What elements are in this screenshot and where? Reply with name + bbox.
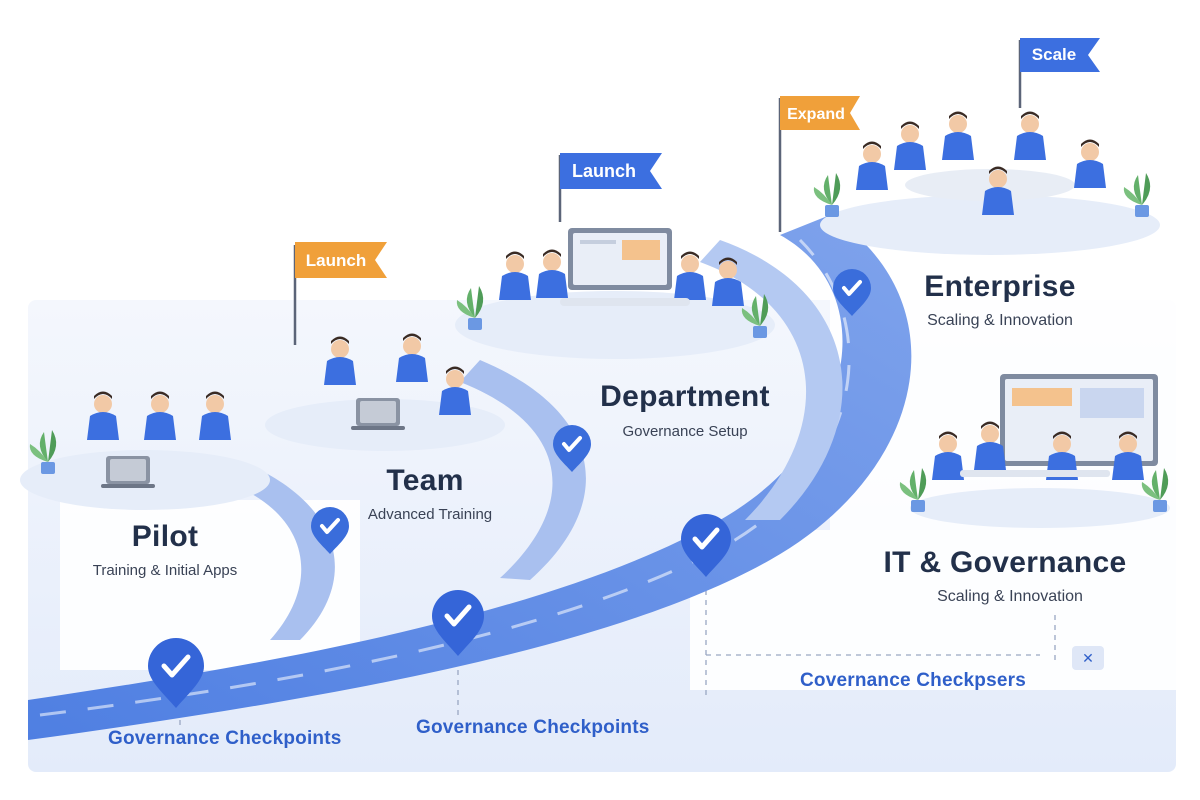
pilot-scene: [20, 391, 270, 510]
checkpoint-pin-icon: [833, 269, 871, 316]
checkpoint-pin-icon: [148, 638, 204, 708]
checkpoint-label: Covernance Checkpsers: [800, 670, 1026, 691]
stage-subtitle-team: Advanced Training: [367, 506, 493, 523]
stage-title-team: Team: [386, 464, 464, 497]
stage-title-it-governance: IT & Governance: [883, 546, 1127, 579]
flag-label: Launch: [572, 161, 636, 181]
team-scene: [265, 333, 505, 451]
checkpoint-label: Governance Checkpoints: [416, 717, 650, 738]
stage-subtitle-pilot: Training & Initial Apps: [92, 562, 238, 579]
checkpoint-pin-icon: [311, 507, 349, 554]
checkpoint-pin-icon: [432, 590, 484, 656]
it-governance-scene: [899, 374, 1170, 528]
stage-subtitle-enterprise: Scaling & Innovation: [927, 312, 1073, 329]
road-branch-2: [460, 360, 586, 580]
stage-title-pilot: Pilot: [131, 520, 199, 553]
department-scene: [455, 228, 775, 359]
flag-scale: Scale: [1018, 38, 1100, 108]
stage-title-enterprise: Enterprise: [924, 270, 1076, 303]
checkpoint-pin-icon: [681, 514, 731, 577]
checkpoint-label: Governance Checkpoints: [108, 728, 342, 749]
checkpoint-pin-icon: [553, 425, 591, 472]
flag-label: Launch: [306, 251, 366, 270]
stage-subtitle-it-governance: Scaling & Innovation: [937, 588, 1083, 605]
shuffle-icon: ✕: [1072, 646, 1104, 670]
flag-label: Scale: [1032, 45, 1076, 64]
stage-subtitle-department: Governance Setup: [622, 423, 748, 440]
flag-launch-2: Launch: [558, 153, 662, 222]
flag-label: Expand: [787, 106, 845, 123]
road-branch-3: [700, 240, 843, 520]
flag-expand: Expand: [778, 96, 860, 232]
enterprise-scene: [813, 111, 1160, 255]
road-branch-1: [240, 470, 335, 640]
svg-text:✕: ✕: [1082, 651, 1094, 667]
stage-title-department: Department: [600, 380, 770, 413]
flag-launch-1: Launch: [293, 242, 387, 345]
